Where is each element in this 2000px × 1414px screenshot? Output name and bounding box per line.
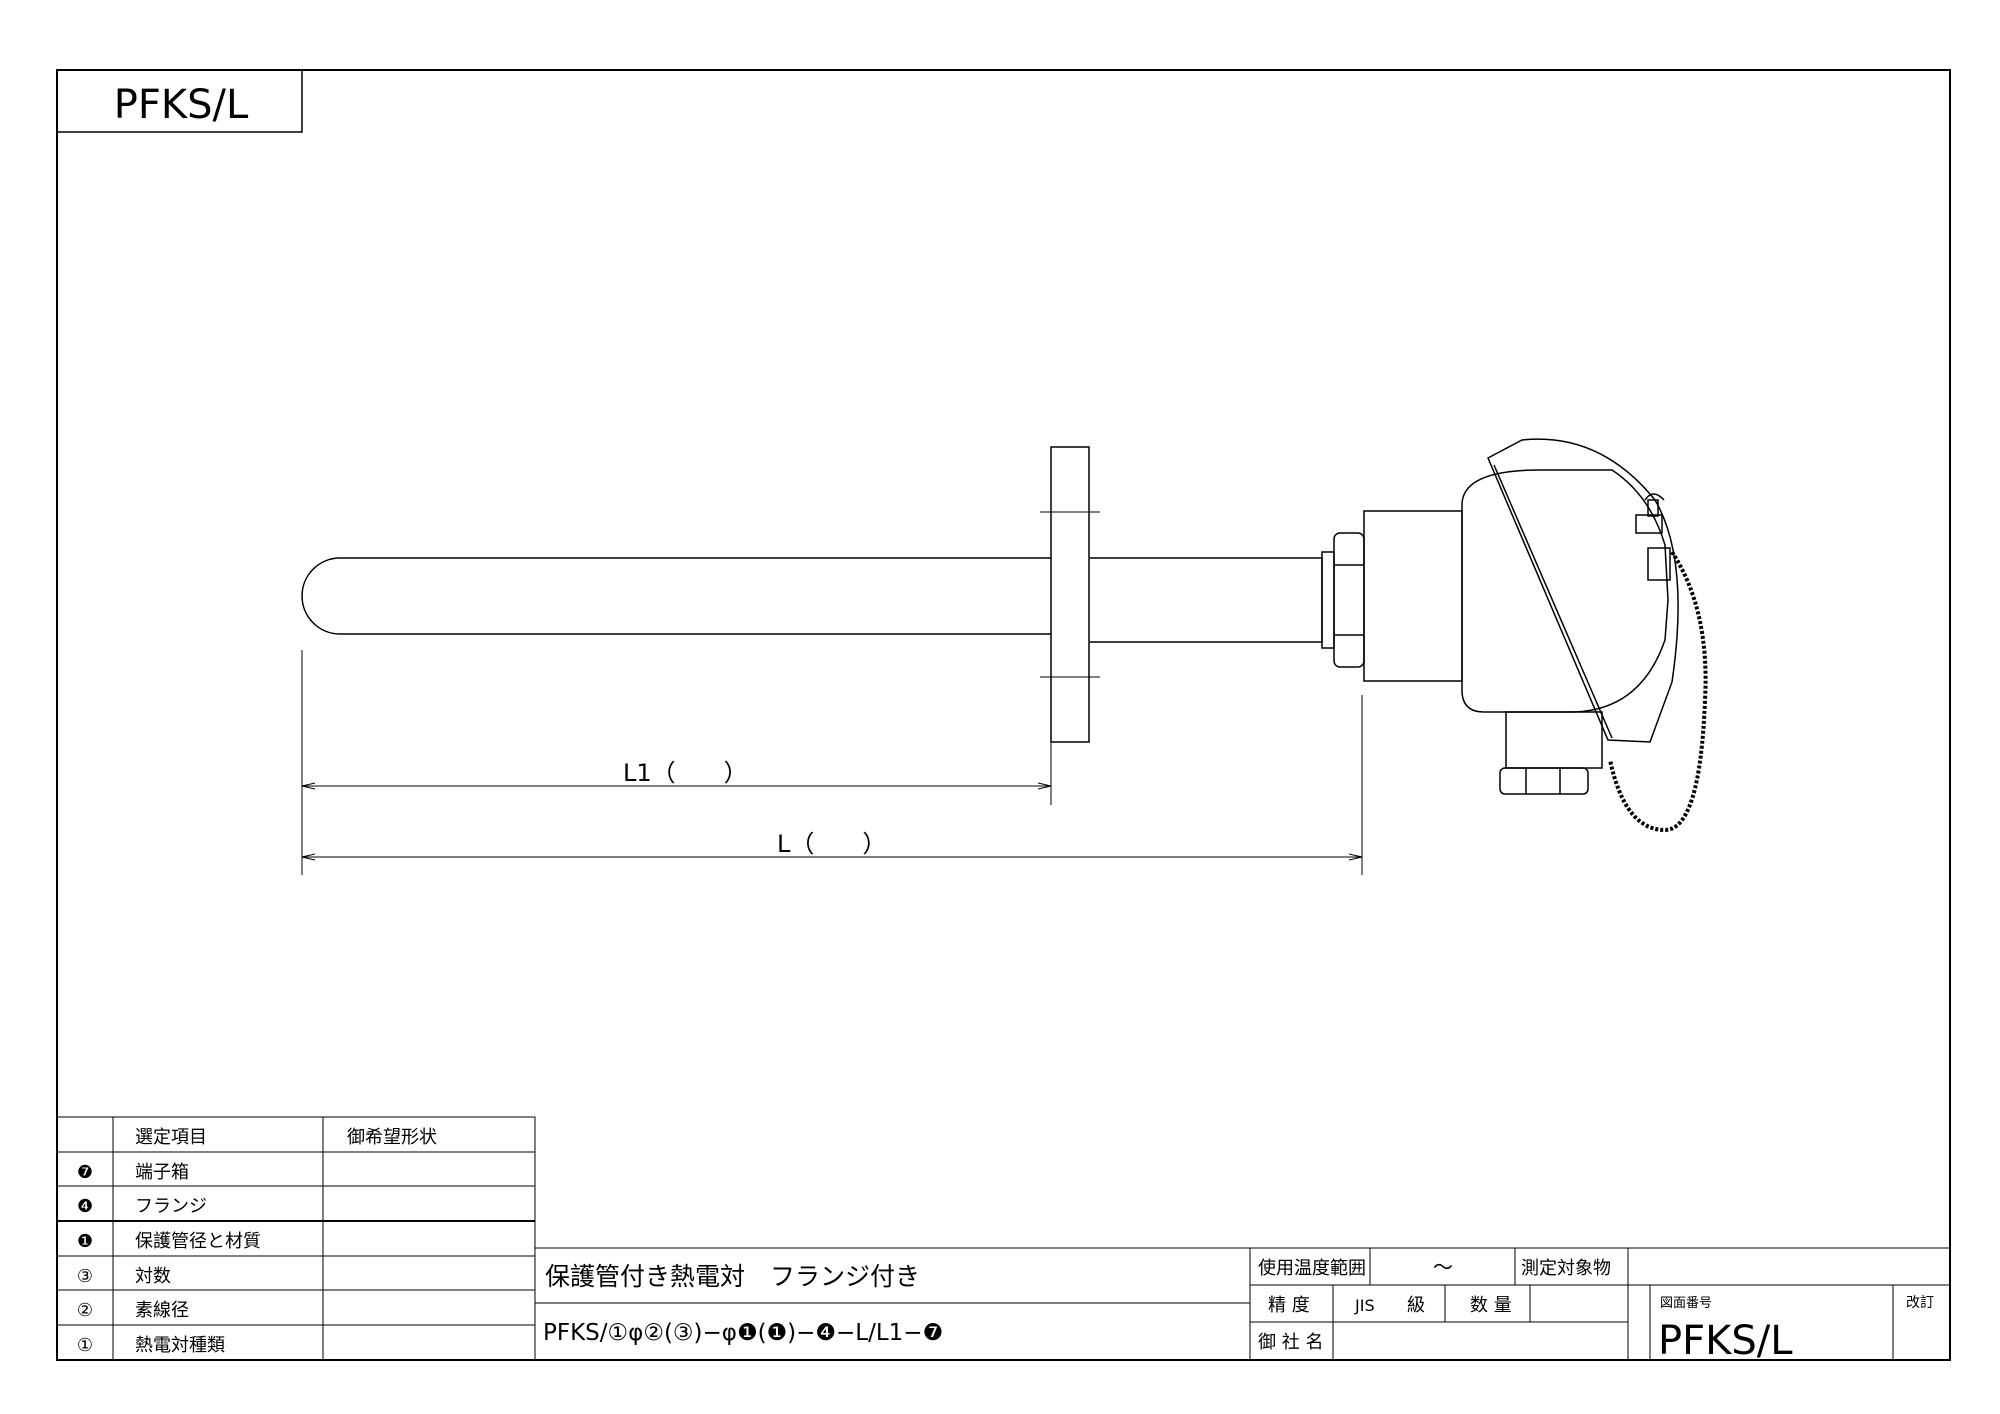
customer-label: 御 社 名 [1258, 1332, 1323, 1353]
title-block [535, 1247, 1950, 1360]
row-terminal-box-item: 端子箱 [135, 1162, 189, 1183]
row-pairs-mark: ③ [77, 1266, 93, 1287]
row-wire-mark: ② [77, 1300, 93, 1321]
thermocouple-drawing [301, 438, 1708, 833]
target-label: 測定対象物 [1521, 1258, 1611, 1279]
sheet-border [56, 69, 1951, 1361]
table-col-shape: 御希望形状 [347, 1127, 437, 1148]
revision-label: 改訂 [1906, 1295, 1934, 1311]
header-tab: PFKS/L [57, 70, 303, 133]
quantity-label: 数 量 [1470, 1295, 1512, 1316]
header-drawing-code: PFKS/L [114, 82, 249, 128]
chain [1608, 550, 1708, 833]
drawing-no-label: 図面番号 [1660, 1296, 1712, 1311]
union-body [1363, 510, 1463, 682]
temp-range-sep: 〜 [1433, 1255, 1453, 1279]
terminal-head [1461, 438, 1679, 795]
model-code: PFKS/①φ②(③)−φ❶(❶)−❹−L/L1−❼ [543, 1320, 943, 1346]
row-flange-item: フランジ [135, 1196, 207, 1217]
dim-l-label: L（ ） [777, 830, 886, 858]
protection-tube [301, 557, 1051, 635]
jis-label: JIS [1354, 1296, 1375, 1315]
hex-nut [1333, 532, 1365, 668]
dimension-lines [301, 650, 1363, 875]
table-col-item: 選定項目 [135, 1127, 207, 1148]
row-terminal-box-mark: ❼ [77, 1162, 93, 1183]
row-tube-mark: ❶ [77, 1231, 93, 1252]
tube-neck [1090, 557, 1323, 643]
temp-range-label: 使用温度範囲 [1258, 1258, 1366, 1279]
row-wire-item: 素線径 [135, 1300, 189, 1321]
row-tube-item: 保護管径と材質 [135, 1231, 261, 1252]
row-flange-mark: ❹ [77, 1196, 93, 1217]
row-type-mark: ① [77, 1335, 93, 1356]
flange [1050, 446, 1090, 743]
selection-table [56, 1116, 536, 1361]
drawing-no: PFKS/L [1658, 1318, 1793, 1364]
class-label: 級 [1407, 1295, 1425, 1316]
dim-l1-label: L1（ ） [623, 759, 748, 787]
accuracy-label: 精 度 [1268, 1295, 1310, 1316]
product-name: 保護管付き熱電対 フランジ付き [545, 1262, 920, 1291]
row-pairs-item: 対数 [135, 1266, 171, 1287]
row-type-item: 熱電対種類 [135, 1335, 225, 1356]
nipple [1321, 551, 1335, 649]
